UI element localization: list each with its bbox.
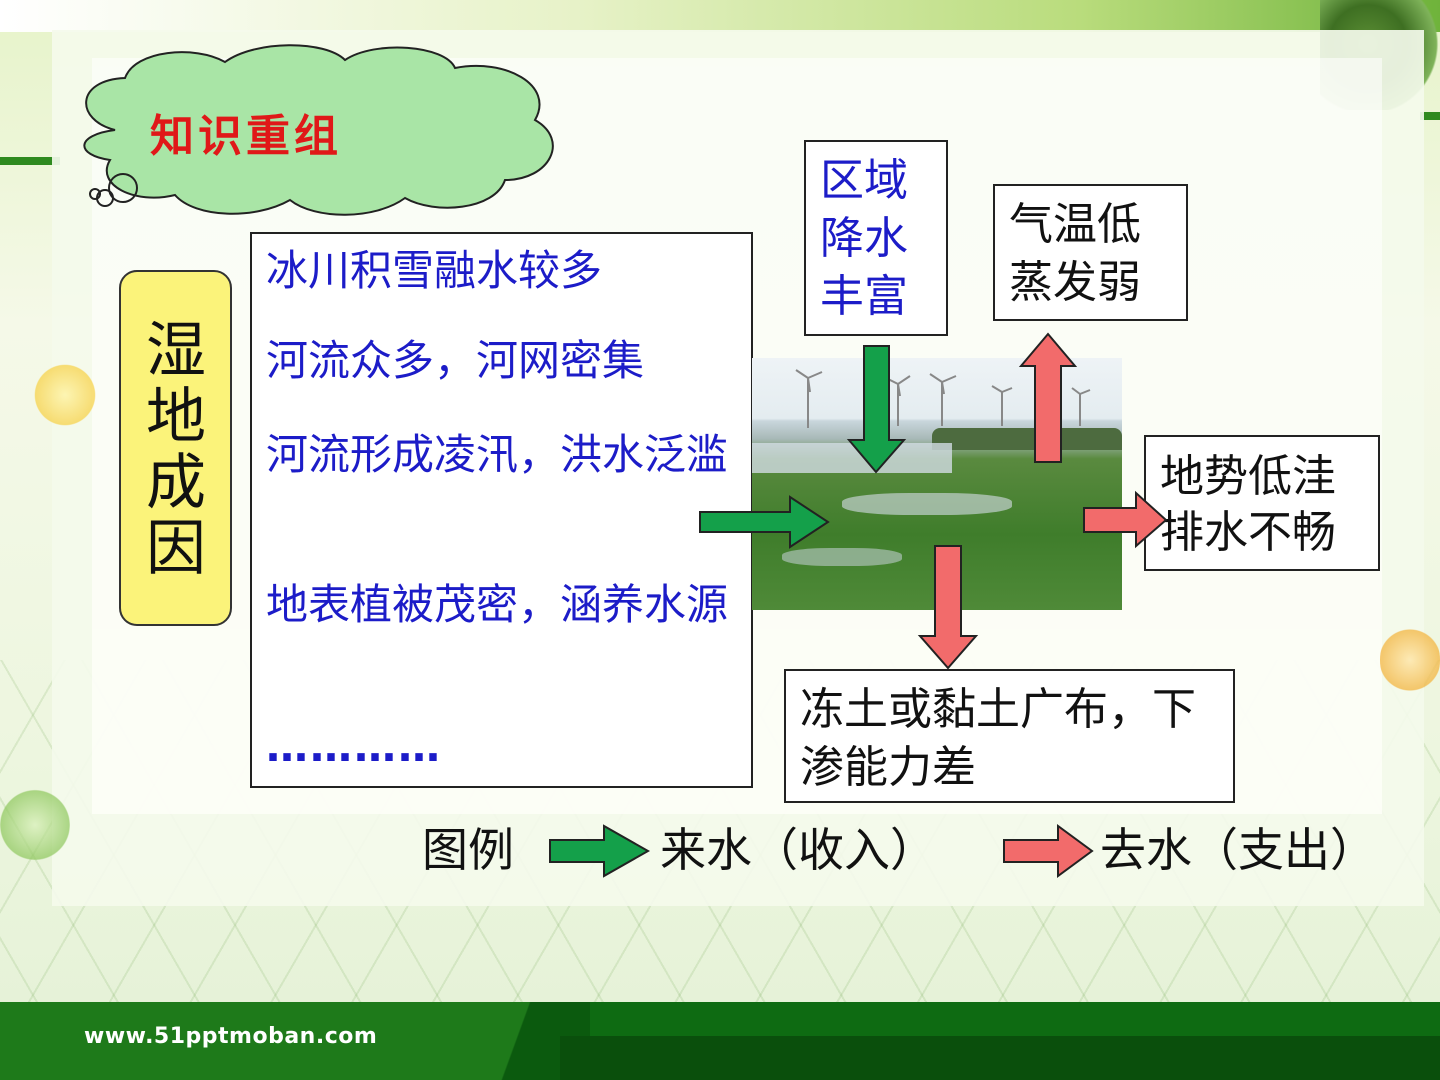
legend-outflow-label: 去水（支出） bbox=[1100, 823, 1376, 877]
top-decor-band bbox=[0, 0, 1440, 32]
income-arrow-down bbox=[846, 345, 907, 474]
photo-water bbox=[782, 548, 902, 566]
flower-decor bbox=[1380, 620, 1440, 700]
factor-item: 河流众多，河网密集 bbox=[266, 336, 645, 385]
legend-title: 图例 bbox=[422, 823, 514, 877]
income-arrow-right bbox=[699, 495, 830, 549]
footer-light-section bbox=[0, 1002, 520, 1080]
outflow-arrow-right bbox=[1083, 490, 1168, 549]
photo-water bbox=[842, 493, 1012, 515]
terrain-text: 地势低洼排水不畅 bbox=[1160, 451, 1336, 558]
outflow-arrow-up bbox=[1018, 332, 1078, 463]
footer-strip bbox=[560, 1036, 1440, 1080]
wind-turbines bbox=[795, 369, 1091, 428]
flower-decor bbox=[0, 780, 70, 870]
factors-box bbox=[250, 232, 753, 788]
precipitation-text: 区域降水丰富 bbox=[820, 155, 908, 322]
legend-income-arrow bbox=[549, 824, 651, 878]
website-link[interactable]: www.51pptmoban.com bbox=[84, 1024, 378, 1049]
temperature-box: 气温低蒸发弱 bbox=[993, 184, 1188, 321]
precipitation-box: 区域降水丰富 bbox=[804, 140, 948, 336]
accent-line-right bbox=[1420, 112, 1440, 120]
cloud-shape bbox=[83, 44, 554, 216]
photo-water bbox=[752, 443, 952, 473]
legend-outflow-arrow bbox=[1003, 824, 1094, 878]
temperature-text: 气温低蒸发弱 bbox=[1009, 199, 1141, 308]
wetland-label-text: 湿地成因 bbox=[146, 316, 206, 584]
accent-line-left bbox=[0, 157, 60, 165]
flower-decor bbox=[30, 360, 100, 430]
outflow-arrow-down bbox=[917, 545, 979, 670]
wetland-label-box bbox=[119, 270, 232, 626]
factor-item: 地表植被茂密，涵养水源 bbox=[266, 580, 729, 629]
terrain-box: 地势低洼排水不畅 bbox=[1144, 435, 1380, 571]
legend-income-label: 来水（收入） bbox=[660, 823, 936, 877]
factor-item: 河流形成凌汛，洪水泛滥 bbox=[266, 430, 729, 479]
factor-item-ellipsis: ………… bbox=[266, 722, 442, 771]
photo-treeline bbox=[932, 428, 1122, 450]
soil-box: 冻土或黏土广布，下渗能力差 bbox=[784, 669, 1235, 803]
footer-bar bbox=[0, 1002, 1440, 1080]
soil-text: 冻土或黏土广布，下渗能力差 bbox=[800, 684, 1196, 793]
factor-item: 冰川积雪融水较多 bbox=[266, 246, 603, 295]
slide-title: 知识重组 bbox=[150, 111, 342, 162]
